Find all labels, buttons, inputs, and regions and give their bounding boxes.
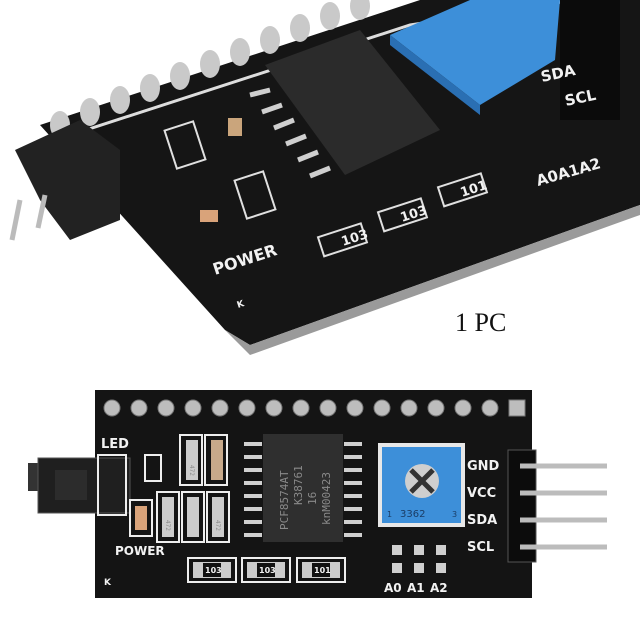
chip-marking-line1: PCF8574AT [278, 470, 291, 530]
sda-label: SDA [467, 513, 497, 528]
resistor-label: 103 [205, 566, 222, 575]
gnd-label: GND [467, 459, 500, 474]
power-label: POWER [115, 544, 165, 558]
pot-pin1-label: 1 [387, 510, 392, 519]
a2-label: A2 [430, 581, 448, 595]
a0-label: A0 [384, 581, 402, 595]
resistor-label: 103 [259, 566, 276, 575]
chip-marking-line2: K38761 [292, 465, 305, 505]
pot-model-label: 3362 [400, 509, 425, 520]
small-resistor-label: 472 [164, 520, 171, 531]
led-label: LED [101, 437, 129, 452]
quantity-caption: 1 PC [455, 308, 507, 337]
scl-label: SCL [467, 540, 494, 555]
k-label: K [104, 578, 112, 588]
vcc-label: VCC [467, 486, 496, 501]
top-k-label: K [236, 299, 247, 311]
bottom-board-photo: 103 103 101 472 472 472 PCF8574AT K38761… [28, 390, 607, 598]
pcf8574-chip [263, 434, 343, 542]
chip-marking-line3: 16 [306, 492, 319, 505]
a1-label: A1 [407, 581, 425, 595]
chip-marking-line4: knM00423 [320, 472, 333, 525]
pot-pin3-label: 3 [452, 510, 457, 519]
small-resistor-label: 472 [214, 520, 221, 531]
top-board-photo: 103 103 101 POWER SDA SCL A0A1A2 K [9, 0, 640, 355]
resistor-labels: 103 103 101 [205, 566, 331, 575]
small-resistor-label: 472 [188, 465, 195, 476]
resistor-label: 101 [314, 566, 331, 575]
